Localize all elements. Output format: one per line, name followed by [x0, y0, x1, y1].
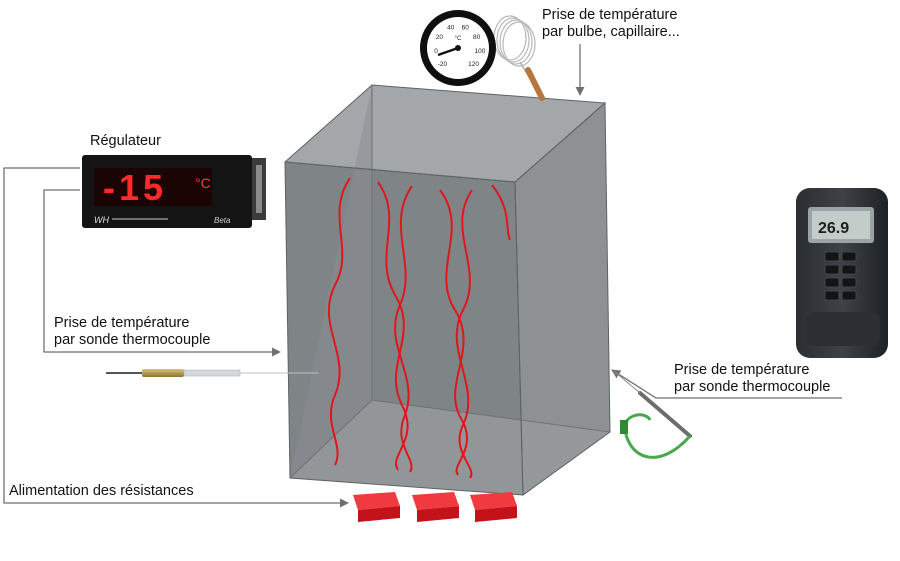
right-probe-line: [611, 369, 842, 399]
heater-blocks: [353, 492, 517, 522]
heating-coil: [439, 189, 469, 476]
heater-block: [470, 492, 517, 522]
label-bulb-probe: Prise de température par bulbe, capillai…: [542, 7, 680, 40]
regulator-unit: °C: [195, 175, 211, 191]
regulator-model: WH: [94, 215, 109, 225]
label-heaters: Alimentation des résistances: [9, 483, 194, 499]
regulator-device: [82, 155, 266, 228]
heater-block: [412, 492, 459, 522]
heating-coils: [327, 177, 511, 479]
heater-supply-line: [3, 167, 349, 508]
label-regulator: Régulateur: [90, 133, 161, 149]
heating-coil: [377, 181, 409, 471]
dial-tick-label: 40: [447, 25, 455, 32]
leader-lines: [3, 44, 842, 508]
dial-unit: °C: [455, 36, 462, 42]
heating-coil: [327, 177, 351, 466]
oven-cabinet: [283, 84, 611, 496]
heating-coil: [394, 185, 413, 473]
dial-tick-label: 120: [468, 61, 479, 68]
bulb-sensor: [525, 67, 545, 101]
heating-coil: [491, 184, 511, 241]
thermocouple-probe-right: [614, 371, 692, 459]
dial-tick-label: 0: [434, 48, 438, 55]
dial-tick-label: 60: [462, 25, 470, 32]
thermocouple-probe-left: [106, 369, 241, 377]
heating-coil: [455, 189, 473, 479]
dial-tick-label: 20: [436, 34, 444, 41]
handheld-thermometer: [796, 188, 888, 358]
dial-tick-label: 80: [473, 34, 481, 41]
dial-thermometer: [420, 10, 545, 101]
label-right-thermocouple: Prise de température par sonde thermocou…: [674, 362, 831, 395]
dial-tick-label: -20: [438, 61, 448, 68]
handheld-reading: 26.9: [818, 220, 849, 237]
heater-block: [353, 492, 400, 522]
left-probe-line: [43, 189, 281, 357]
label-left-thermocouple: Prise de température par sonde thermocou…: [54, 315, 211, 348]
regulator-reading: -15: [103, 167, 167, 208]
dial-tick-label: 100: [474, 48, 485, 55]
regulator-brand: Beta: [214, 216, 231, 225]
